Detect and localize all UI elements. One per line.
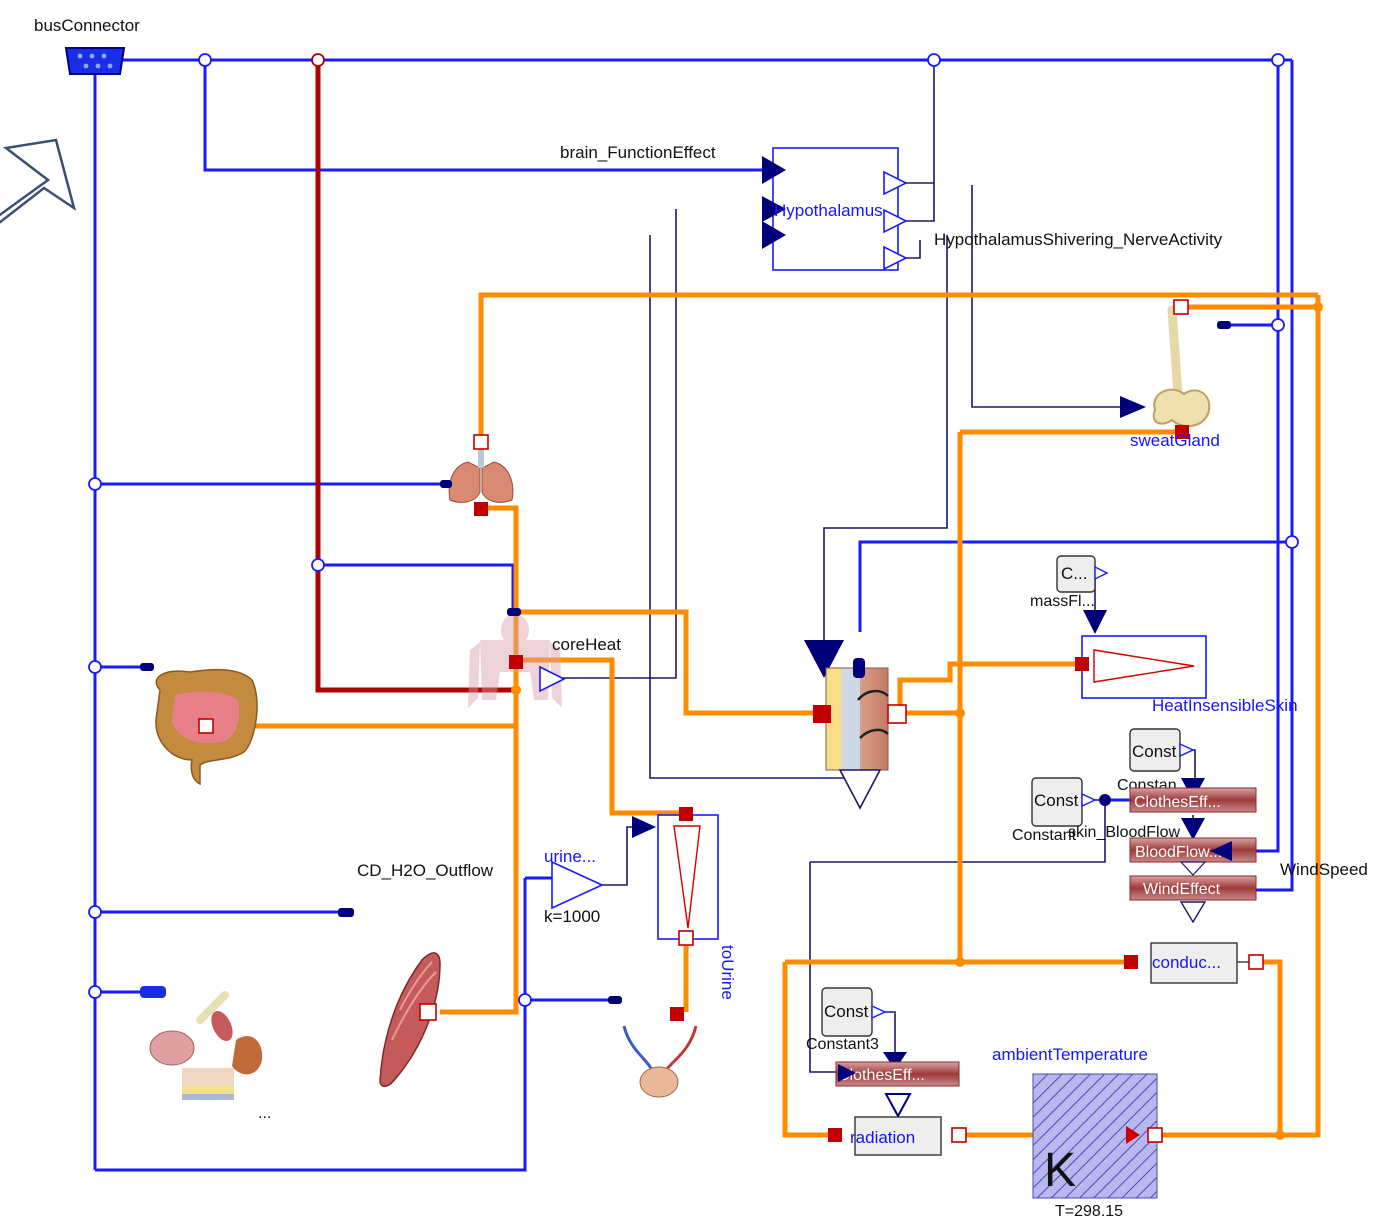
constant-b-label: Const	[1034, 791, 1079, 810]
radiation-label: radiation	[850, 1128, 915, 1147]
hypothalamus-label: Hypothalamus	[774, 201, 883, 220]
skin-blood-flow-dot	[1099, 794, 1111, 806]
heat-insensible-skin-label: HeatInsensibleSkin	[1152, 696, 1298, 715]
hypothalamus-shivering-label: HypothalamusShivering_NerveActivity	[934, 230, 1223, 249]
skin-blood-flow-label: skin_BloodFlow	[1068, 824, 1181, 841]
to-urine-label: toUrine	[718, 945, 737, 1000]
to-urine-block[interactable]: toUrine	[632, 807, 737, 1000]
core-heat-port	[509, 655, 523, 669]
bus-connector-icon[interactable]	[64, 47, 126, 75]
pointer-arrow-icon	[0, 138, 77, 224]
wind-speed-label: WindSpeed	[1280, 860, 1368, 879]
muscle-icon[interactable]	[379, 952, 441, 1088]
cd-h2o-outflow-label: CD_H2O_Outflow	[357, 861, 494, 880]
bladder-bus-port	[608, 996, 622, 1004]
clothes-effect-b-block[interactable]: ClothesEff...	[835, 1052, 960, 1119]
ambient-k-label: K	[1044, 1144, 1076, 1197]
brain-function-effect-label: brain_FunctionEffect	[560, 143, 716, 162]
constant3-block[interactable]: Const Constant3	[806, 987, 887, 1053]
radiation-block[interactable]: radiation	[828, 1116, 967, 1156]
wind-effect-block[interactable]: WindEffect	[1129, 861, 1257, 924]
hypothalamus-block[interactable]: Hypothalamus	[762, 147, 908, 271]
ambient-temperature-label: ambientTemperature	[992, 1045, 1148, 1064]
sweat-gland-block[interactable]: sweatGland	[1120, 299, 1231, 450]
ambient-temperature-block[interactable]: ambientTemperature K T=298.15	[992, 1045, 1163, 1220]
intestine-bus-port	[140, 663, 154, 671]
blood-flow-block[interactable]: BloodFlow...	[1129, 818, 1257, 863]
wind-effect-label: WindEffect	[1143, 881, 1221, 898]
bladder-icon[interactable]	[622, 1007, 698, 1098]
mass-flow-constant-block[interactable]: C... massFl...	[1030, 555, 1109, 634]
core-heat-output	[539, 665, 566, 693]
clothes-effect-b-label: ClothesEff...	[838, 1067, 925, 1084]
lungs-icon[interactable]	[448, 434, 514, 516]
constant-a-block[interactable]: Const Constan	[1117, 728, 1195, 794]
core-body-icon[interactable]	[468, 614, 562, 708]
heat-insensible-skin-block[interactable]: HeatInsensibleSkin	[1075, 635, 1298, 715]
heat-junction-dots	[511, 302, 1323, 1140]
muscle-bus-port	[338, 908, 354, 917]
constant3-name: Constant3	[806, 1036, 879, 1053]
core-bus-port	[507, 608, 521, 616]
bus-connector-label: busConnector	[34, 16, 140, 35]
lungs-bus-port	[440, 480, 452, 488]
conduction-block[interactable]: conduc...	[1124, 942, 1264, 984]
constant3-label: Const	[824, 1002, 869, 1021]
clothes-effect-a-block[interactable]: ClothesEff...	[1129, 778, 1257, 813]
ambient-t-label: T=298.15	[1055, 1203, 1123, 1220]
constant-b-name: Constant	[1012, 827, 1077, 844]
other-tissues-icon[interactable]: ...	[149, 991, 271, 1122]
constant-b-block[interactable]: Const Constant skin_BloodFlow	[1012, 777, 1181, 844]
mass-flow-const-label: C...	[1061, 564, 1087, 583]
intestine-icon[interactable]	[155, 668, 258, 786]
clothes-effect-a-label: ClothesEff...	[1134, 794, 1221, 811]
constant-a-label: Const	[1132, 742, 1177, 761]
bus-lines	[93, 58, 1294, 1172]
urine-gain-label: urine...	[544, 847, 596, 866]
tissues-bus-port	[140, 986, 166, 998]
connector-dots	[88, 53, 1299, 1007]
conduction-label: conduc...	[1152, 953, 1221, 972]
dark-red-bus	[315, 60, 519, 693]
mass-flow-label: massFl...	[1030, 593, 1095, 610]
other-tissues-ellipsis: ...	[258, 1105, 271, 1122]
urine-gain-block[interactable]: urine... k=1000	[544, 847, 604, 926]
urine-gain-k: k=1000	[544, 907, 600, 926]
blood-flow-label: BloodFlow...	[1135, 844, 1222, 861]
core-heat-label: coreHeat	[552, 635, 621, 654]
sweat-gland-label: sweatGland	[1130, 431, 1220, 450]
skin-block[interactable]	[804, 640, 907, 810]
heat-lines	[213, 292, 1321, 1138]
